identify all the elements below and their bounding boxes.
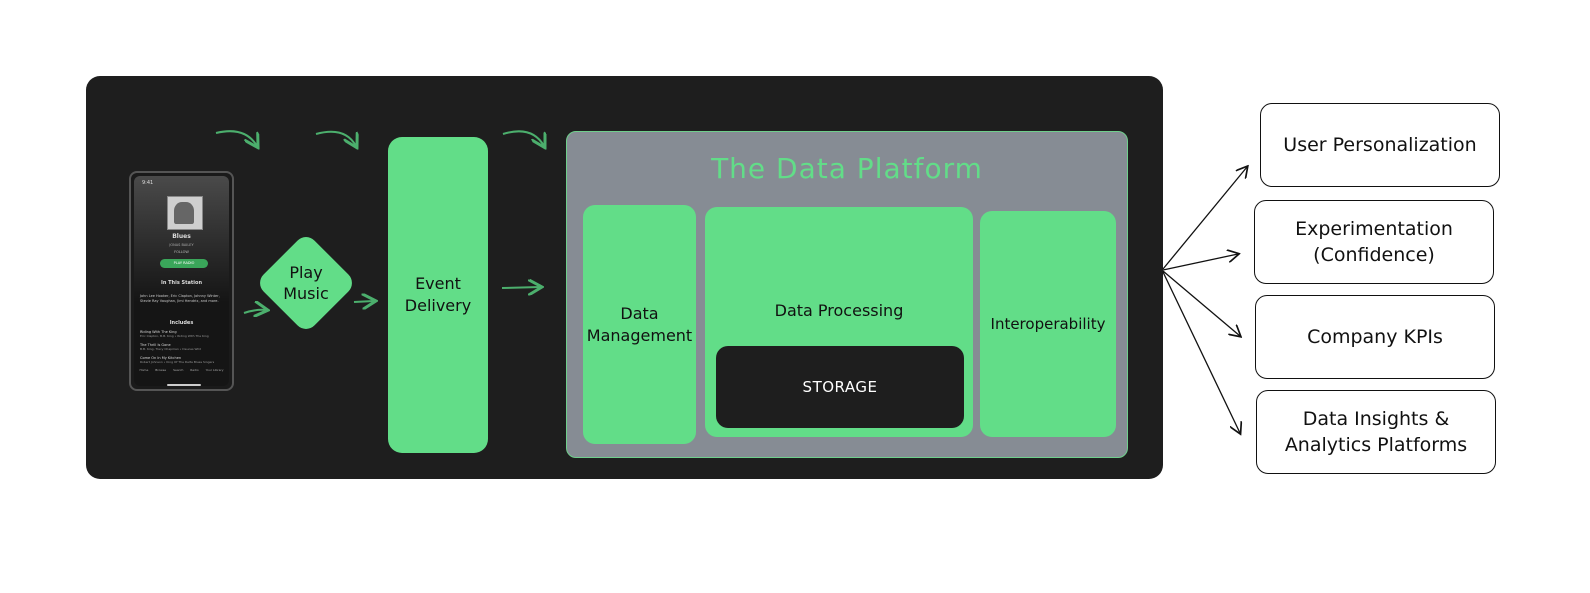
track-artist: B.B. King, Tracy Chapman • Deuces Wild <box>140 347 201 351</box>
arrow-phone-to-play <box>243 310 266 313</box>
tab-browse[interactable]: Browse <box>155 368 167 372</box>
track-title: Come On In My Kitchen <box>140 356 182 360</box>
includes-title: Includes <box>169 320 194 326</box>
arrow-to-company-kpis <box>1162 270 1240 336</box>
output-user-personalization: User Personalization <box>1260 103 1500 187</box>
output-label: Data Insights & Analytics Platforms <box>1284 408 1468 456</box>
output-data-insights: Data Insights & Analytics Platforms <box>1256 390 1496 474</box>
track-title: Riding With The King <box>140 330 177 334</box>
track-row[interactable]: The Thrill Is Gone B.B. King, Tracy Chap… <box>140 343 223 351</box>
data-processing-label: Data Processing <box>774 301 904 320</box>
event-delivery-label: Event Delivery <box>404 274 472 315</box>
output-label: Experimentation (Confidence) <box>1295 218 1453 266</box>
tab-library[interactable]: Your Library <box>205 368 224 372</box>
data-management-label: Data Management <box>586 303 693 345</box>
section-title: In This Station <box>160 280 203 286</box>
data-management-box: Data Management <box>583 205 696 444</box>
phone-screen: 9:41 Blues JONAS BAILEY FOLLOW PLAY RADI… <box>134 176 229 386</box>
arrow-to-experimentation <box>1162 254 1238 271</box>
storage-label: STORAGE <box>802 378 878 396</box>
arrow-to-data-insights <box>1162 271 1240 433</box>
arrow-to-user-personalization <box>1162 167 1247 270</box>
tab-search[interactable]: Search <box>173 368 184 372</box>
storage-box: STORAGE <box>716 346 964 428</box>
follow-button[interactable]: FOLLOW <box>174 250 189 254</box>
station-sub: JONAS BAILEY <box>169 243 194 247</box>
album-art <box>167 196 203 230</box>
play-music-label: Play Music <box>283 263 329 303</box>
section-text: John Lee Hooker, Eric Clapton, Johnny Wi… <box>140 294 220 303</box>
output-company-kpis: Company KPIs <box>1255 295 1495 379</box>
phone-tab-bar: Home Browse Search Radio Your Library <box>136 368 227 372</box>
interoperability-box: Interoperability <box>980 211 1116 437</box>
arrow-top-1 <box>215 130 257 146</box>
play-radio-button[interactable]: PLAY RADIO <box>160 259 208 268</box>
status-time: 9:41 <box>142 180 154 186</box>
track-artist: Eric Clapton, B.B. King • Riding With Th… <box>140 334 209 338</box>
event-delivery-box: Event Delivery <box>388 137 488 453</box>
home-indicator <box>167 384 201 386</box>
output-label: Company KPIs <box>1307 326 1443 348</box>
output-experimentation: Experimentation (Confidence) <box>1254 200 1494 284</box>
data-platform-title: The Data Platform <box>711 152 983 185</box>
arrow-play-to-event <box>353 301 374 302</box>
arrow-top-2 <box>315 130 356 146</box>
arrow-event-to-platform <box>501 287 540 288</box>
track-row[interactable]: Come On In My Kitchen Robert Johnson • K… <box>140 356 223 364</box>
track-title: The Thrill Is Gone <box>140 343 171 347</box>
station-title: Blues <box>172 233 191 240</box>
output-label: User Personalization <box>1283 134 1477 156</box>
arrow-top-3 <box>502 130 544 146</box>
phone-mockup: 9:41 Blues JONAS BAILEY FOLLOW PLAY RADI… <box>129 171 234 391</box>
track-row[interactable]: Riding With The King Eric Clapton, B.B. … <box>140 330 223 338</box>
track-artist: Robert Johnson • King Of The Delta Blues… <box>140 360 215 364</box>
interoperability-label: Interoperability <box>990 315 1106 333</box>
tab-home[interactable]: Home <box>139 368 149 372</box>
tab-radio[interactable]: Radio <box>190 368 199 372</box>
